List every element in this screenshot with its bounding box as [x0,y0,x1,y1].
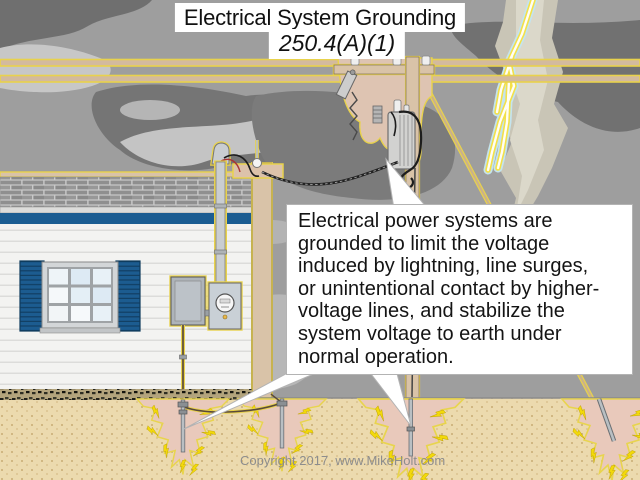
corner-board [251,162,273,399]
earth [0,398,640,480]
explanation-callout: Electrical power systems are grounded to… [286,204,633,375]
callout-line: grounded to limit the voltage [298,232,550,255]
power-lines [0,58,640,83]
insulator [421,55,431,66]
grass [0,389,252,400]
callout-line: normal operation. [298,345,454,368]
service-attachment [232,140,284,179]
lightning-bolt-icon [483,0,568,232]
house [0,140,284,401]
grounding-electrodes [177,393,617,457]
window-sill [39,327,121,334]
roof-trim [0,171,271,178]
ground-rod-icon [279,398,285,449]
copyright-notice: Copyright 2017, www.MikeHolt.com [240,453,446,468]
nipple [204,309,210,317]
insulator [252,158,262,168]
meter-icon [207,281,243,331]
callout-pointers [183,157,430,430]
arrester-lead [349,91,358,141]
page-title: Electrical System Grounding [174,3,466,32]
transformer-icon [387,99,423,189]
shutter-right [115,260,141,332]
drip-loop [223,154,260,178]
drip-loop-red [220,158,241,173]
service-drop-cable [261,160,399,186]
callout-line: or unintentional contact by higher- [298,277,600,300]
service-mast [215,161,226,286]
callout-line: system voltage to earth under [298,322,562,345]
grounding-electrode-conductor [179,325,187,401]
fuse-cutout [335,69,358,100]
ground-rod-icon [180,399,186,453]
brick-band [0,176,271,208]
fascia-band [0,213,254,224]
shutter-left [19,260,45,332]
window [19,260,141,334]
callout-line: voltage lines, and stabilize the [298,300,565,323]
code-section-subtitle: 250.4(A)(1) [268,29,406,59]
callout-line: induced by lightning, line surges, [298,255,589,278]
callout-line: Electrical power systems are [298,210,553,232]
weatherhead-icon [210,141,260,178]
arrester-coil [372,105,383,124]
rod-clamp [177,401,189,408]
panel-icon [169,275,210,327]
